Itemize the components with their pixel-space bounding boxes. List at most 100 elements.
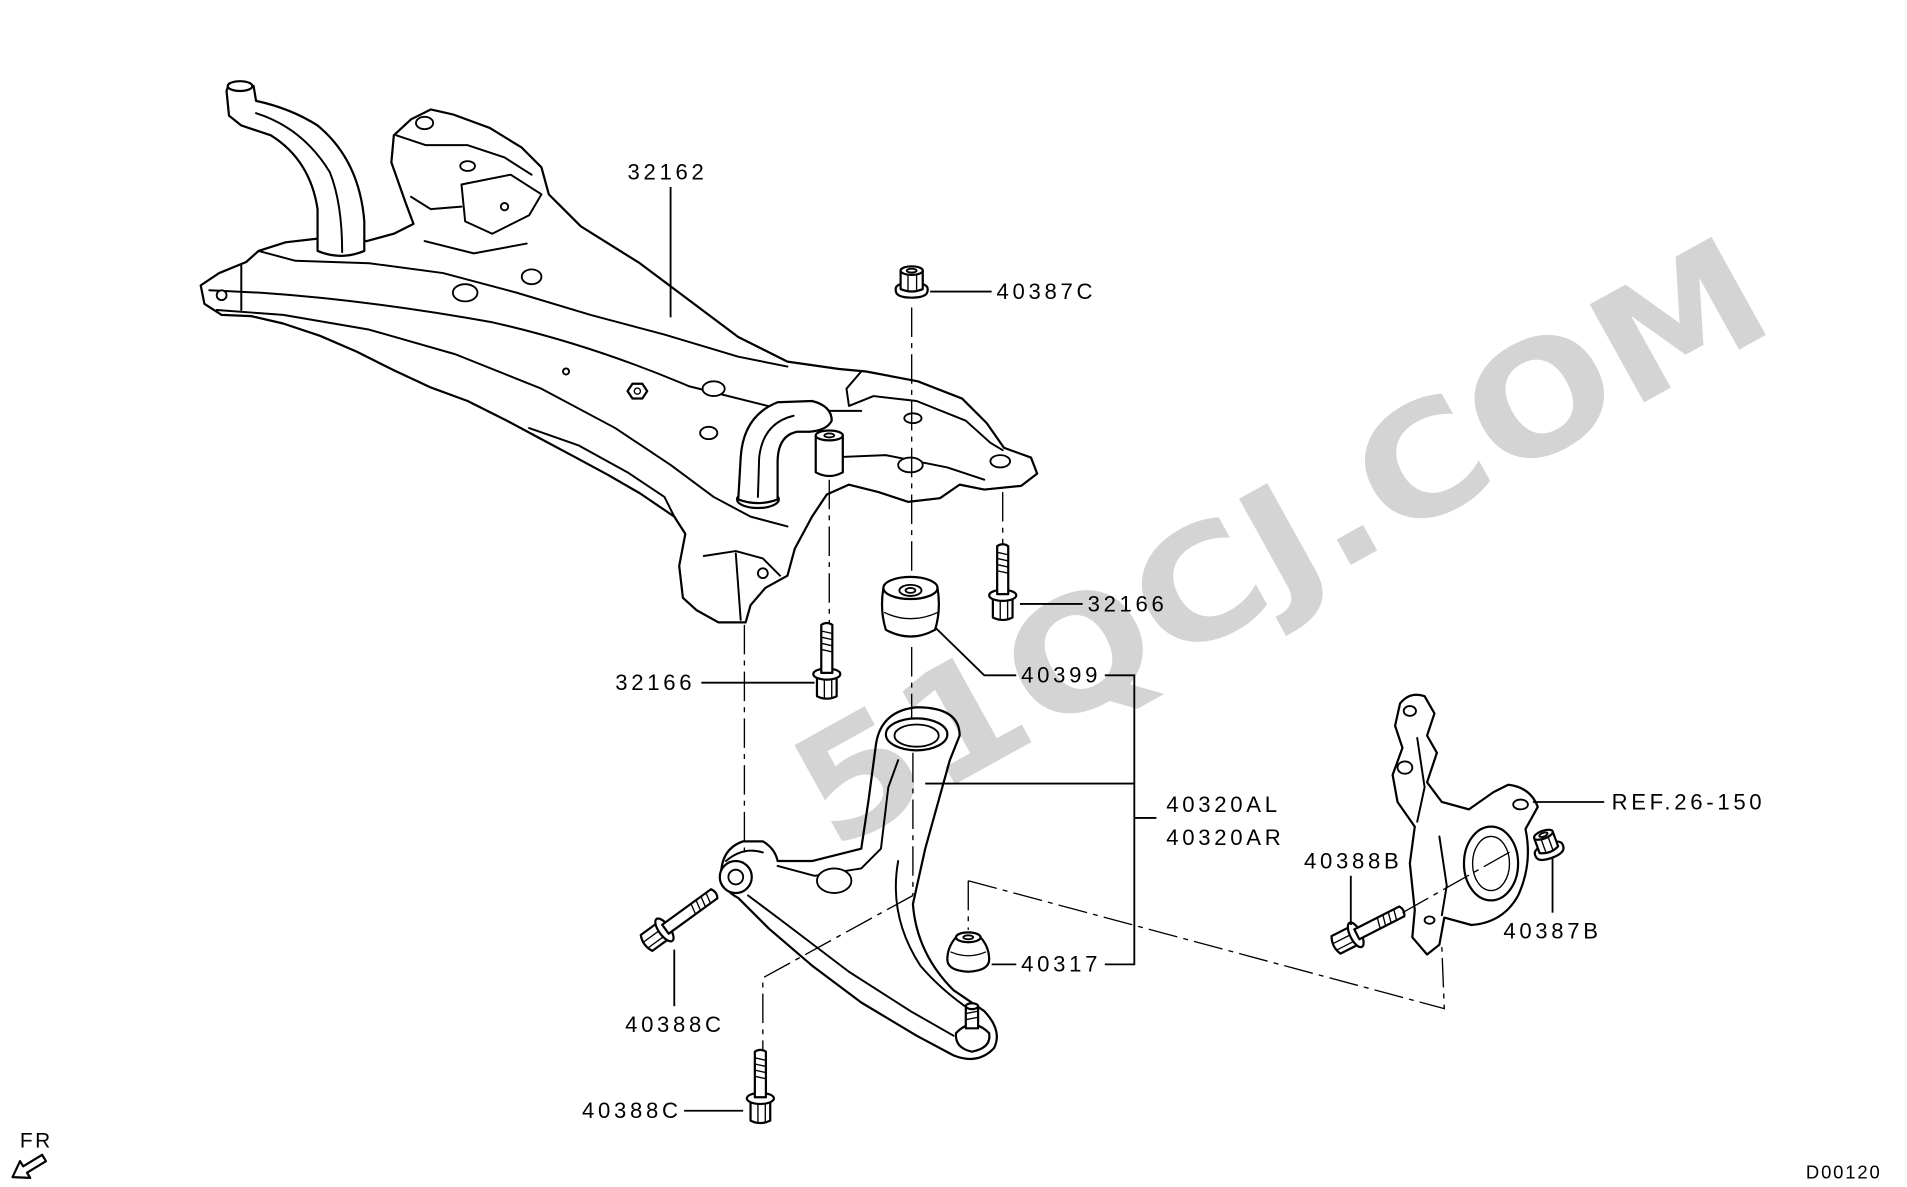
bolt-40388b [1330, 905, 1406, 955]
assembly-center-lines [743, 307, 1516, 1051]
nut-bore [905, 267, 918, 274]
bolt-shank [820, 621, 834, 674]
crossmember-small-hole [562, 367, 571, 376]
lower-arm [718, 706, 998, 1061]
bolt-head-edges [823, 678, 833, 700]
bolt-40388c-rear [745, 1048, 776, 1125]
nut-40387c [894, 265, 929, 299]
crossmember-top-hole-4 [699, 425, 719, 441]
knuckle-tie-rod-hole [1512, 798, 1529, 811]
middle-tube [737, 399, 833, 505]
center-line-arm-to-rear-bolt [762, 894, 914, 1051]
bolt-threads [820, 630, 834, 653]
lower-arm-lower-flange [747, 894, 955, 1037]
crossmember-top-hole-1 [451, 283, 479, 303]
front-direction-arrow-icon [11, 1153, 48, 1180]
crossmember-upper-bracket-lines [395, 134, 533, 255]
crossmember-flange-hole-3 [989, 454, 1012, 469]
crossmember-top-hole-2 [520, 268, 543, 286]
bolt-head-edges [999, 599, 1009, 621]
bushing-40399 [880, 575, 940, 638]
crossmember-body [199, 108, 1039, 624]
bolt-threads [996, 551, 1009, 574]
left-tube-contour [255, 112, 344, 254]
crossmember-left-end-hole [215, 289, 228, 302]
bolt-threads [754, 1057, 767, 1080]
crossmember-weld-nut [626, 382, 649, 400]
crossmember-top-hole-3 [701, 380, 726, 397]
part-labels: 32162 40387C 32166 32166 40399 40320AL 4… [582, 160, 1766, 1124]
crossmember-rear-mount-hole [415, 115, 435, 131]
bolt-shank [996, 543, 1010, 596]
crossmember-rear-bracket [702, 550, 782, 621]
label-small-bushing: 40317 [1021, 952, 1101, 977]
crossmember-flange-hole-2 [897, 456, 924, 474]
label-arm-front-bolt: 40388C [625, 1012, 725, 1037]
label-left-bolt: 32166 [615, 670, 695, 695]
bolt-head-edges [1332, 934, 1355, 951]
label-large-bushing: 40399 [1021, 663, 1101, 688]
lower-arm-inner-rib [894, 860, 973, 1013]
crossmember-top-rear-edge [257, 249, 789, 368]
bolt-threads [690, 892, 712, 915]
bolt-32166-left [812, 621, 842, 700]
leader-lines [669, 186, 1605, 1112]
knuckle-arm-edge [1416, 737, 1448, 917]
label-knuckle-ref: REF.26-150 [1612, 789, 1766, 814]
bolt-shank [661, 888, 719, 935]
crossmember-weld-nut-bore [633, 387, 642, 395]
front-direction-label: FR [20, 1130, 53, 1153]
middle-tube-contour [756, 414, 795, 498]
small-bushing-body [946, 936, 991, 973]
crossmember-bracket-hole [459, 160, 476, 172]
ball-joint-stud-threads [965, 1010, 979, 1021]
bolt-shank [753, 1048, 768, 1099]
label-upper-nut: 40387C [997, 279, 1097, 304]
bushing-bore [904, 587, 917, 594]
lower-arm-lightening-hole [816, 867, 853, 894]
lower-arm-rear-pivot-bore [893, 723, 940, 748]
left-tube-end-flange [226, 80, 254, 93]
crossmember-flange-hole-1 [903, 412, 923, 425]
ball-joint-stud-tip [964, 1002, 980, 1011]
lower-arm-body [719, 706, 998, 1061]
knuckle-strut-hole [1396, 760, 1414, 775]
bushing-sleeve-line [883, 611, 939, 620]
leader-large-bushing [934, 626, 1017, 677]
label-right-bolt: 32166 [1088, 591, 1168, 616]
crossmember-pad-hole [499, 202, 510, 212]
label-knuckle-bolt: 40388B [1304, 848, 1402, 873]
label-knuckle-nut: 40387B [1503, 919, 1601, 944]
figure-code: D00120 [1806, 1161, 1882, 1182]
nut-hex-edges [907, 272, 918, 293]
crossmember-bolt-collar-bore [823, 432, 836, 439]
bolt-head-edges [642, 930, 665, 949]
nut-bore [1538, 831, 1549, 838]
knuckle-upper-hole [1402, 705, 1417, 717]
knuckle-ball-joint-hole [1423, 915, 1436, 925]
nut-hex-edges [1540, 835, 1554, 854]
label-crossmember: 32162 [628, 160, 708, 185]
bolt-head-edges [757, 1102, 766, 1124]
bolt-threads [1376, 908, 1398, 930]
steering-knuckle [1391, 693, 1539, 956]
crossmember-top-front-edge [208, 289, 863, 412]
label-arm-rear-bolt: 40388C [582, 1098, 682, 1123]
crossmember [199, 80, 1039, 624]
bushing-body [880, 586, 940, 638]
label-lower-arm-rh: 40320AR [1166, 825, 1284, 850]
crossmember-upper-pad [460, 173, 543, 235]
center-line-ball-joint [968, 880, 1446, 1010]
lower-arm-front-bushing-bore [727, 868, 745, 886]
knuckle-hub-inner-ring [1471, 835, 1511, 892]
crossmember-lower-flange-line [528, 427, 676, 518]
bolt-40388c-front [639, 888, 719, 953]
nut-40387b [1532, 828, 1565, 862]
left-tube [225, 80, 366, 257]
bushing-40317 [946, 931, 991, 973]
small-bushing-ring [950, 951, 987, 957]
front-direction-marker: FR [11, 1130, 53, 1180]
crossmember-lower-face-line [215, 308, 789, 528]
bolt-32166-right [988, 543, 1018, 622]
